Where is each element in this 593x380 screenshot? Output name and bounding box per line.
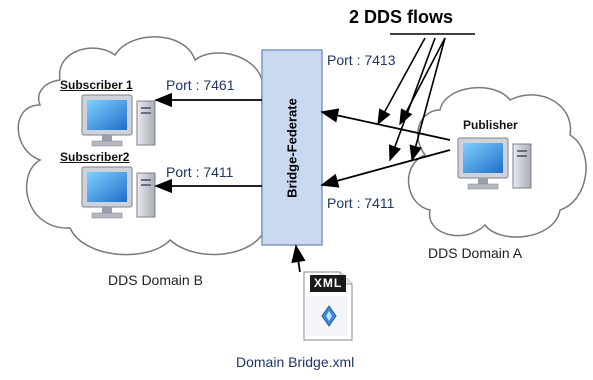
subscriber-2-label: Subscriber2: [60, 150, 130, 164]
bridge-label: Bridge-Federate: [284, 97, 300, 198]
domain-a-label: DDS Domain A: [428, 245, 523, 261]
subscriber-1-port: Port : 7461: [166, 77, 235, 93]
cloud-icon: [17, 36, 263, 256]
subscriber-2-port: Port : 7411: [166, 164, 234, 180]
xml-badge: XML: [310, 275, 346, 292]
xml-file-label: Domain Bridge.xml: [236, 354, 355, 370]
bridge-box: [261, 49, 323, 246]
publisher-port-top: Port : 7413: [327, 52, 396, 68]
computer-icon: [81, 166, 156, 219]
publisher-label: Publisher: [463, 118, 518, 132]
subscriber-1-label: Subscriber 1: [60, 78, 133, 92]
computer-icon: [81, 94, 156, 147]
arrow-icon: [320, 149, 451, 188]
publisher-port-bottom: Port : 7411: [327, 195, 395, 211]
arrow-icon: [320, 108, 451, 141]
arrow-icon: [291, 244, 306, 273]
domain-b-label: DDS Domain B: [108, 272, 203, 288]
computer-icon: [457, 137, 532, 190]
arrow-icon: [409, 37, 446, 162]
arrow-icon: [377, 37, 426, 126]
arrow-icon: [399, 37, 446, 126]
diagram-title: 2 DDS flows: [349, 7, 454, 27]
